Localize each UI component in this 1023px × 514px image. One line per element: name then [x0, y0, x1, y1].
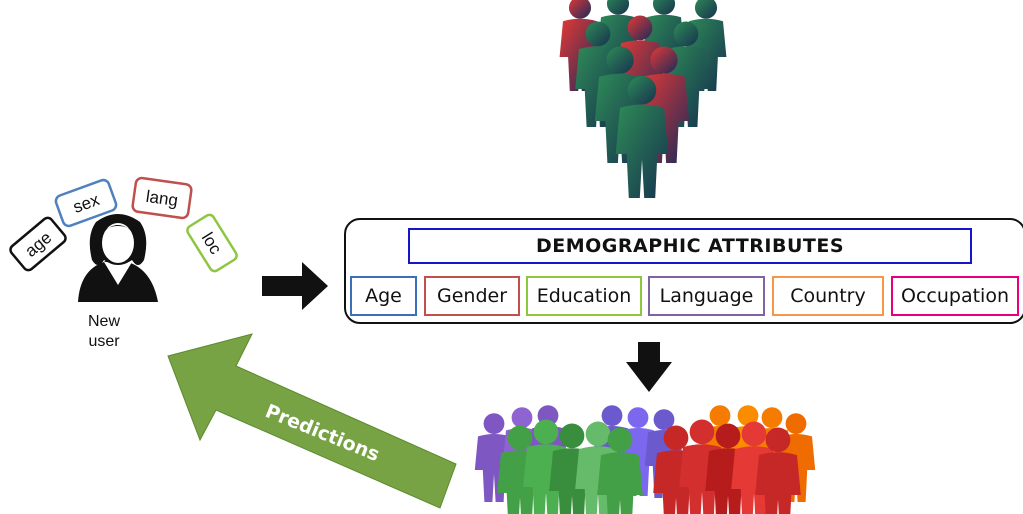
attribute-occupation: Occupation	[891, 276, 1019, 316]
new-user-label-line1: New	[87, 313, 120, 330]
right-arrow-icon	[262, 262, 328, 310]
attribute-gender: Gender	[424, 276, 520, 316]
top-crowd-icon	[559, 0, 727, 198]
attribute-age: Age	[350, 276, 417, 316]
down-arrow-icon	[626, 342, 672, 392]
attribute-language: Language	[648, 276, 765, 316]
tag-loc-bubble: loc	[186, 213, 238, 273]
demographic-attributes-box	[344, 218, 1023, 324]
new-user-label-line2: user	[88, 333, 120, 350]
tag-lang-text: lang	[145, 187, 179, 210]
tag-age-bubble: age	[9, 216, 67, 272]
attribute-education: Education	[526, 276, 642, 316]
predictions-arrow: Predictions	[167, 333, 457, 509]
attribute-country: Country	[772, 276, 884, 316]
new-user-avatar-icon	[78, 214, 158, 302]
tag-lang-bubble: lang	[131, 176, 193, 220]
bottom-crowd-icon	[474, 405, 816, 514]
new-user-label: New user	[74, 312, 134, 352]
demographic-attributes-title: DEMOGRAPHIC ATTRIBUTES	[408, 228, 972, 264]
tag-sex-bubble: sex	[54, 178, 118, 228]
